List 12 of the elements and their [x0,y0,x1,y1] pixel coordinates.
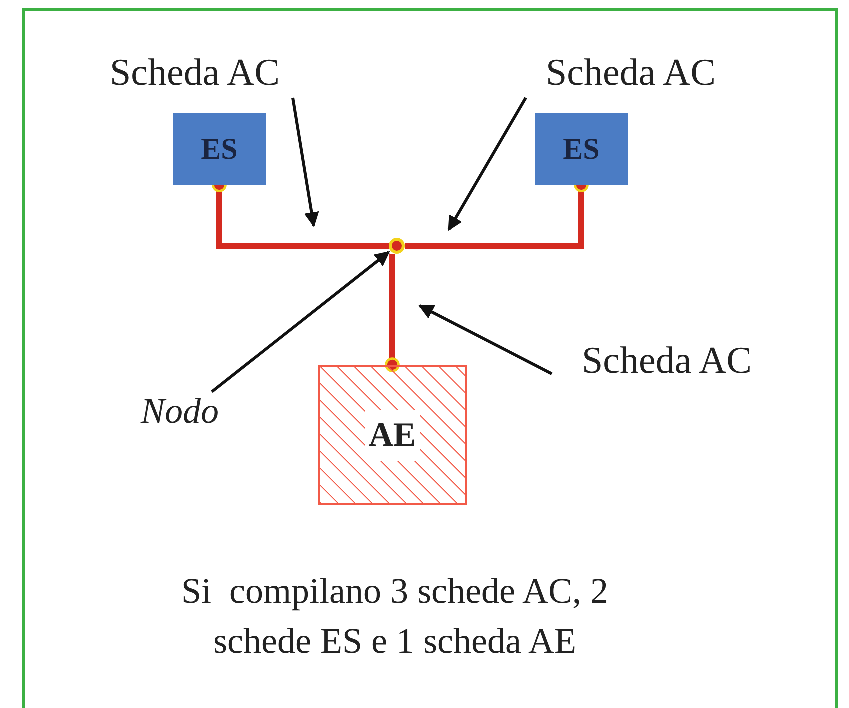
card-label: Scheda AC [552,336,782,386]
leader-arrow [448,97,528,232]
leader-arrow [292,98,320,228]
node-label: Nodo [120,388,240,434]
hatched-box: AE [318,365,467,505]
caption: Si compilano 3 schede AC, 2 schede ES e 1 scheda AE [180,570,610,663]
leader-arrow [418,304,553,376]
card-label: Scheda AC [80,48,310,98]
card-label: Scheda AC [516,48,746,98]
es-box: ES [173,113,266,185]
es-box: ES [535,113,628,185]
leader-arrow [211,251,390,394]
